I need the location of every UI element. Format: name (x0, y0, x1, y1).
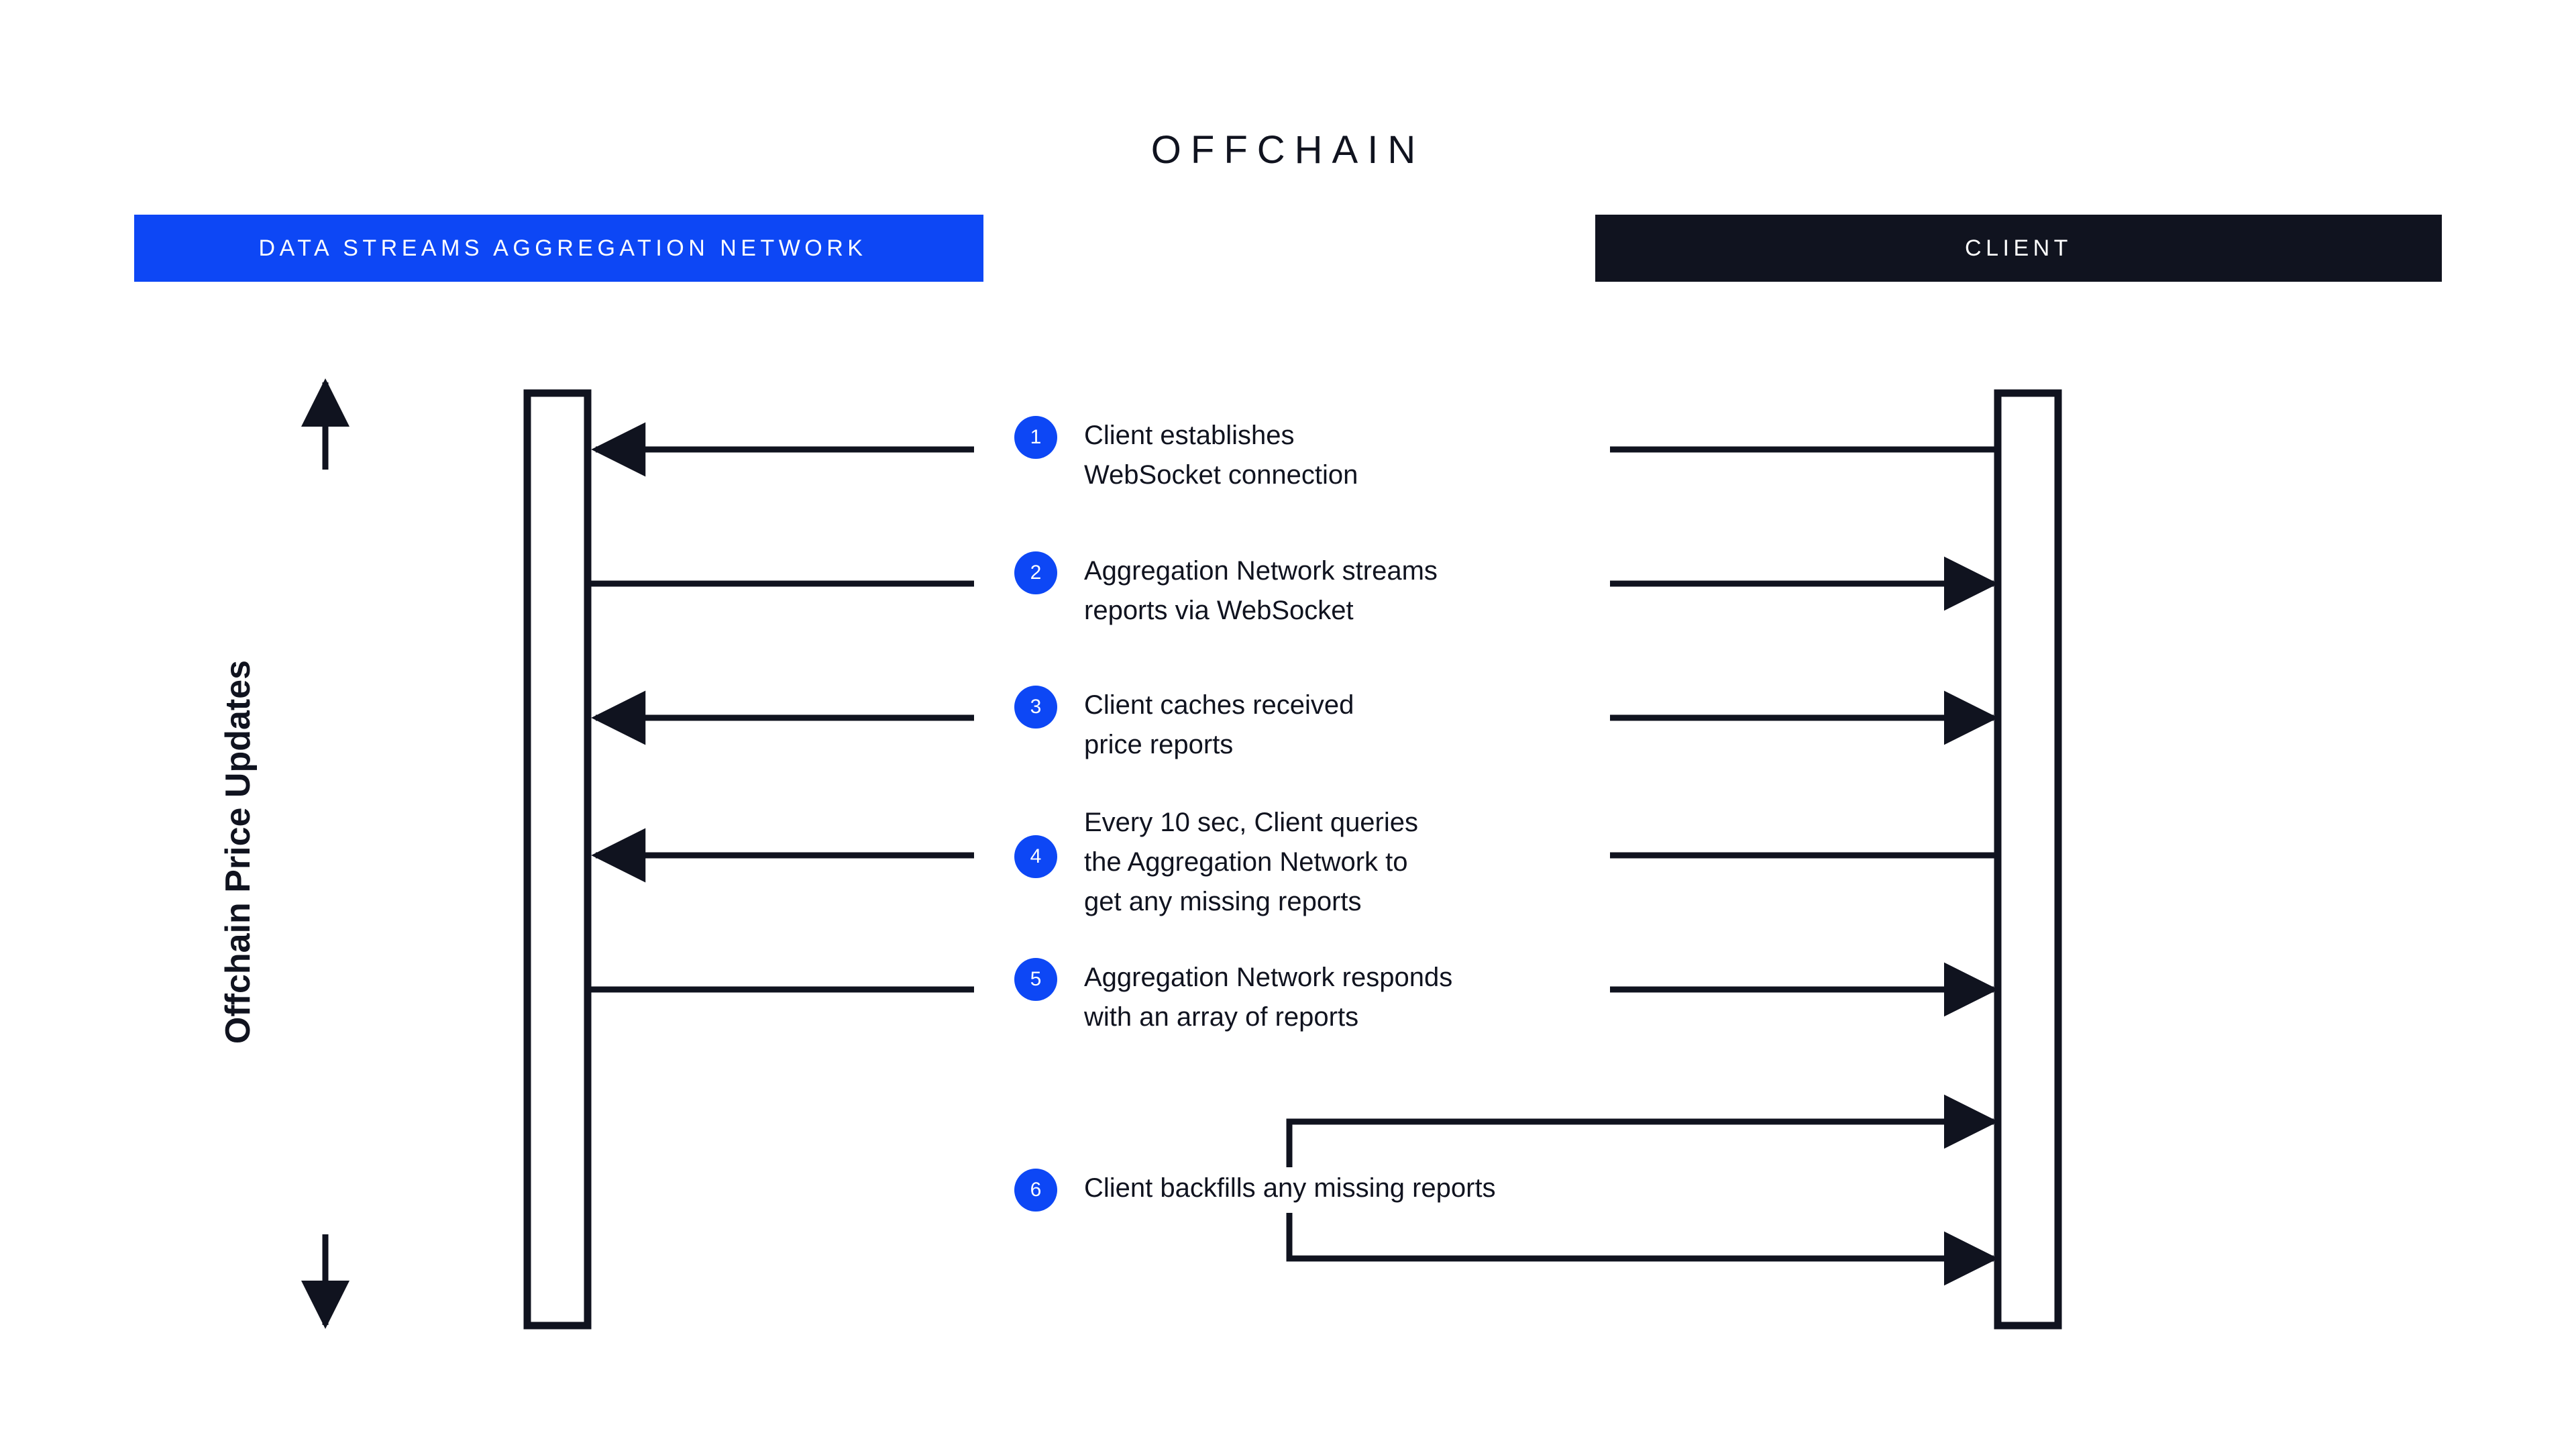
lane-header-aggregation-network: DATA STREAMS AGGREGATION NETWORK (134, 215, 983, 282)
lane-header-aggregation-network-label: DATA STREAMS AGGREGATION NETWORK (258, 235, 867, 261)
step-row-6: 6 Client backfills any missing reports (1014, 1169, 1496, 1212)
lane-header-client: CLIENT (1595, 215, 2442, 282)
page-title: OFFCHAIN (1150, 128, 1426, 172)
step-label-1: Client establishes WebSocket connection (1084, 421, 1358, 490)
message-arrow-6-top (1286, 1094, 1998, 1167)
step-row-4: 4 Every 10 sec, Client queries the Aggre… (1014, 803, 1418, 922)
step-row-5: 5 Aggregation Network responds with an a… (1014, 958, 1452, 1037)
message-arrow-6-bottom (1286, 1213, 1998, 1286)
step-label-6: Client backfills any missing reports (1084, 1173, 1496, 1203)
axis-label-offchain-price-updates: Offchain Price Updates (219, 659, 258, 1044)
step-row-1: 1 Client establishes WebSocket connectio… (1014, 416, 1358, 495)
lane-header-client-label: CLIENT (1965, 235, 2072, 261)
step-label-4: Every 10 sec, Client queries the Aggrega… (1084, 808, 1419, 916)
step-badge-3: 3 (1014, 686, 1057, 729)
step-label-3: Client caches received price reports (1084, 690, 1354, 759)
step-badge-1: 1 (1014, 416, 1057, 459)
step-row-3: 3 Client caches received price reports (1014, 686, 1354, 765)
step-label-5: Aggregation Network responds with an arr… (1084, 963, 1453, 1032)
step-badge-4: 4 (1014, 835, 1057, 878)
lifeline-aggregation-network (523, 389, 592, 1330)
lifeline-client (1994, 389, 2062, 1330)
step-badge-2: 2 (1014, 551, 1057, 594)
step-label-2: Aggregation Network streams reports via … (1084, 556, 1438, 625)
step-badge-6: 6 (1014, 1169, 1057, 1212)
step-badge-5: 5 (1014, 958, 1057, 1001)
step-row-2: 2 Aggregation Network streams reports vi… (1014, 551, 1438, 631)
